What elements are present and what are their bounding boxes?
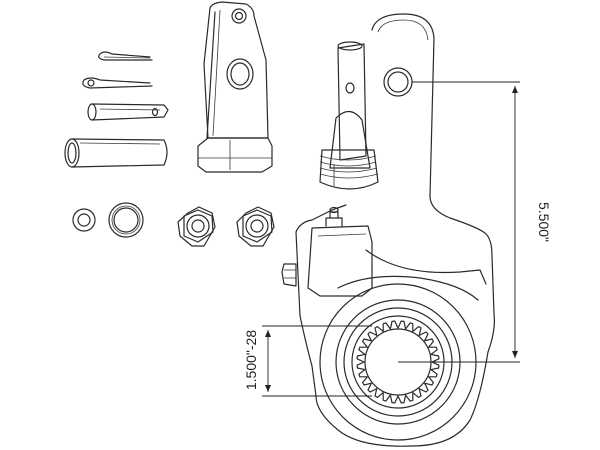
cotter-pin-lower — [82, 77, 153, 89]
clevis-pin — [87, 103, 169, 121]
clevis-yoke — [197, 1, 273, 173]
spline-teeth — [356, 320, 440, 404]
hex-nut-left — [177, 206, 216, 247]
spline-teeth-outline — [356, 320, 440, 404]
spline-dimension: 1.500"-28 — [243, 325, 372, 397]
bushing — [64, 138, 168, 168]
small-washer — [72, 208, 96, 232]
cotter-pin-upper — [98, 51, 153, 61]
height-label: 5.500" — [536, 202, 552, 242]
height-dimension: 5.500" — [398, 81, 552, 363]
large-washer — [108, 202, 144, 238]
hex-nut-right — [236, 206, 275, 247]
slack-adjuster — [281, 13, 495, 447]
spline-label: 1.500"-28 — [243, 330, 259, 390]
